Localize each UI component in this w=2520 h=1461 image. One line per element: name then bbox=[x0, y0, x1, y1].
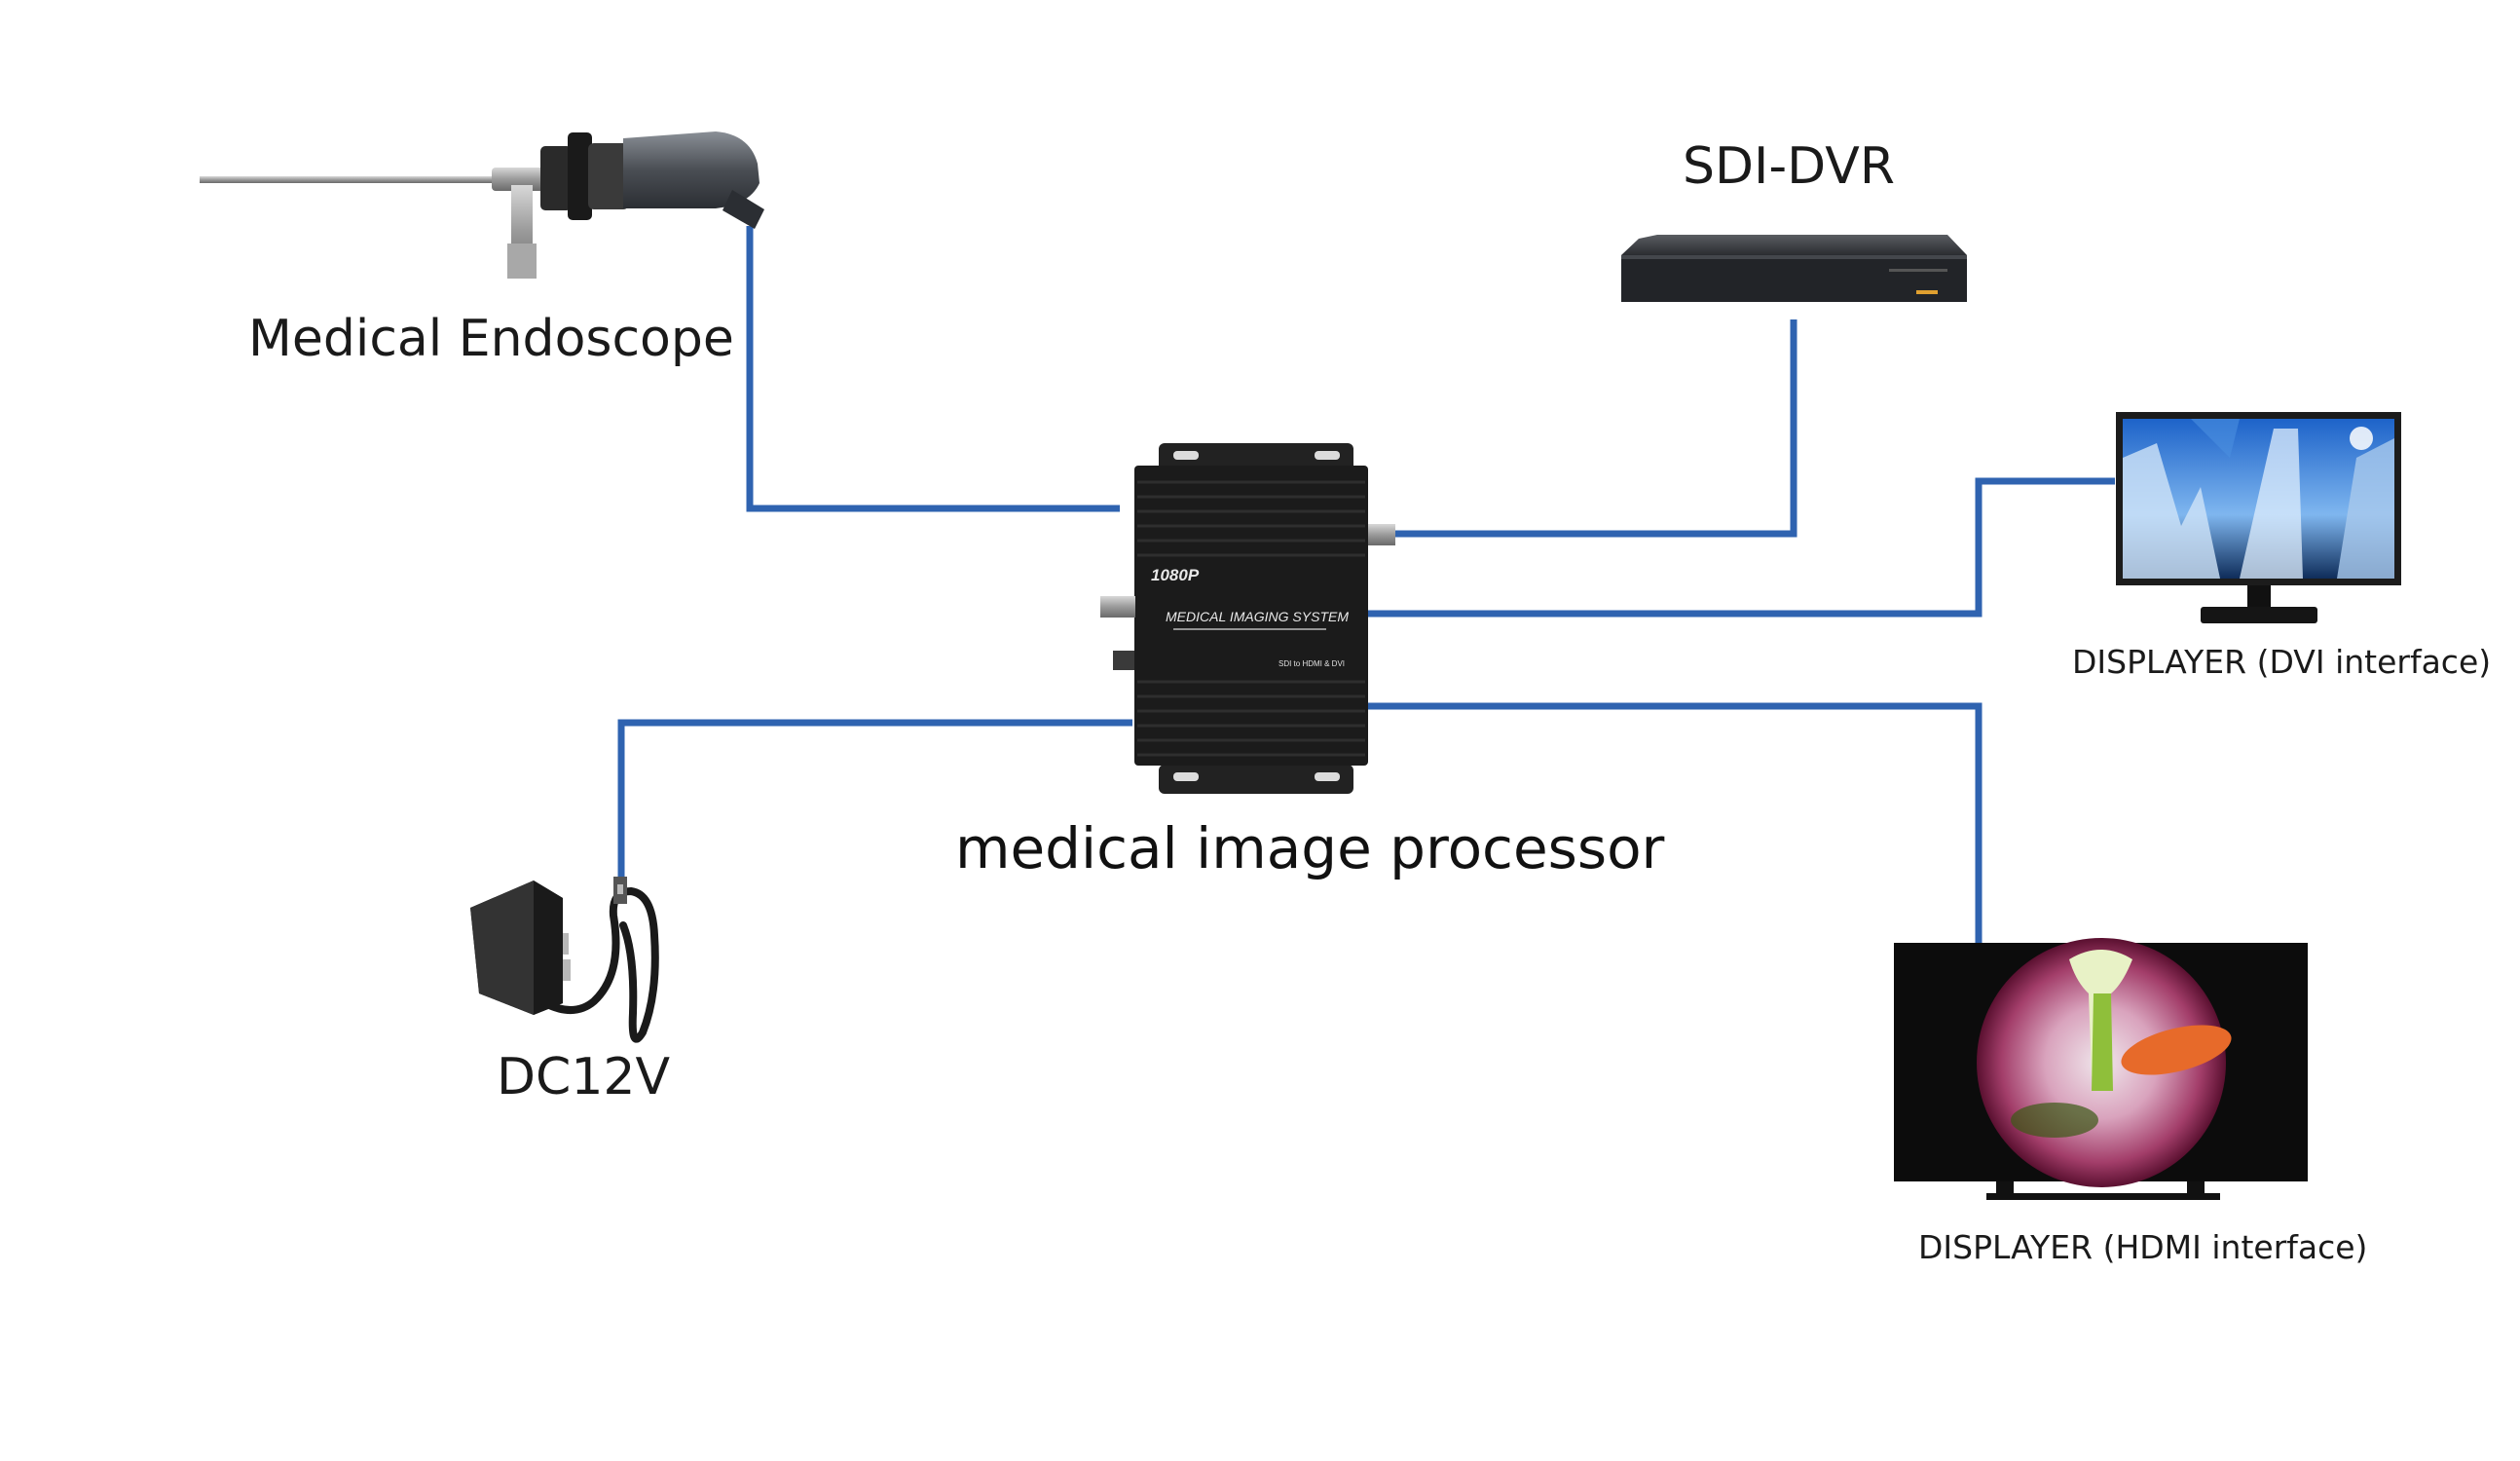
dvr-recorder-icon bbox=[1621, 235, 1967, 302]
image-processor-box-icon: 1080P MEDICAL IMAGING SYSTEM SDI to HDMI… bbox=[1100, 443, 1395, 794]
endoscope-camera-icon bbox=[200, 131, 764, 279]
label-medical-endoscope: Medical Endoscope bbox=[248, 310, 734, 368]
label-medical-image-processor: medical image processor bbox=[955, 815, 1665, 881]
cable-power-to-processor bbox=[617, 719, 1132, 888]
panel-resolution-text: 1080P bbox=[1151, 566, 1200, 584]
cable-endoscope-to-processor bbox=[746, 226, 1120, 512]
panel-system-name-text: MEDICAL IMAGING SYSTEM bbox=[1166, 609, 1349, 624]
label-sdi-dvr: SDI-DVR bbox=[1683, 137, 1895, 196]
label-displayer-dvi: DISPLAYER (DVI interface) bbox=[2072, 643, 2492, 681]
cables bbox=[617, 226, 2115, 943]
cable-processor-to-dvr bbox=[1394, 319, 1797, 538]
label-displayer-hdmi: DISPLAYER (HDMI interface) bbox=[1918, 1228, 2368, 1266]
cable-processor-to-hdmi-display bbox=[1366, 702, 1983, 943]
monitor-icon bbox=[2116, 412, 2401, 623]
panel-io-text: SDI to HDMI & DVI bbox=[1279, 659, 1345, 668]
label-dc12v: DC12V bbox=[497, 1048, 671, 1106]
cable-processor-to-dvi-display bbox=[1366, 477, 2115, 618]
tv-icon bbox=[1894, 938, 2308, 1200]
power-adapter-icon bbox=[470, 877, 659, 1043]
